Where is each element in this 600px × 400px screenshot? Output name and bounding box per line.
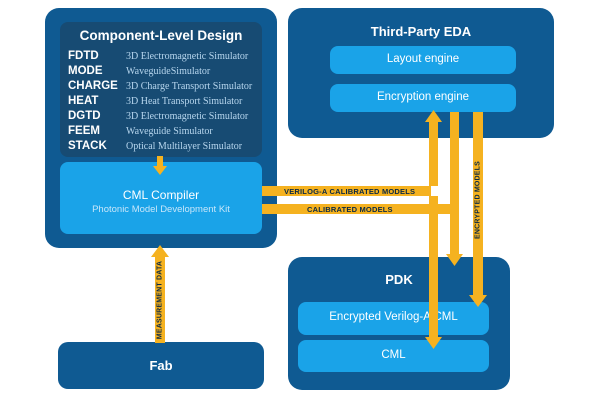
arrow-head-up-encryption bbox=[425, 110, 442, 122]
tool-desc: Waveguide Simulator bbox=[126, 126, 213, 137]
arrow-head-down-cml bbox=[425, 337, 442, 349]
arrow-down-calibrated-shaft bbox=[450, 112, 459, 255]
fab-panel bbox=[58, 342, 264, 389]
encryption-engine-box bbox=[330, 84, 516, 112]
cml-compiler-subtitle: Photonic Model Development Kit bbox=[92, 204, 230, 215]
tool-desc: 3D Charge Transport Simulator bbox=[126, 81, 253, 92]
pdk-title: PDK bbox=[385, 272, 413, 287]
encrypted-cml-box bbox=[298, 302, 489, 335]
tool-name: FEEM bbox=[68, 125, 100, 137]
cml-compiler-title: CML Compiler bbox=[122, 188, 200, 202]
arrow-verilog-calibrated bbox=[262, 186, 431, 196]
arrow-encrypted-shaft bbox=[473, 112, 483, 297]
tool-name: STACK bbox=[68, 140, 107, 152]
arrow-head-up-measurement bbox=[151, 245, 169, 257]
label-calibrated: CALIBRATED MODELS bbox=[307, 205, 393, 214]
arrow-down-to-cml-shaft bbox=[429, 196, 438, 339]
layout-engine-label: Layout engine bbox=[386, 53, 460, 65]
tool-name: MODE bbox=[68, 65, 103, 77]
arrow-up-to-encryption bbox=[429, 120, 438, 186]
tool-row-charge: CHARGE 3D Charge Transport Simulator bbox=[60, 80, 262, 95]
fab-title: Fab bbox=[149, 358, 173, 373]
arrow-calibrated bbox=[262, 204, 453, 214]
third-party-eda-title: Third-Party EDA bbox=[370, 24, 472, 39]
label-measurement: MEASUREMENT DATA bbox=[156, 260, 164, 340]
encryption-engine-label: Encryption engine bbox=[376, 91, 470, 103]
tool-desc: 3D Electromagnetic Simulator bbox=[126, 51, 249, 62]
arrow-head-down-calibrated bbox=[446, 254, 463, 266]
arrow-measurement-shaft bbox=[155, 253, 165, 343]
tool-name: CHARGE bbox=[68, 80, 118, 92]
tool-desc: WaveguideSimulator bbox=[126, 66, 211, 77]
encrypted-cml-label: Encrypted Verilog-A CML bbox=[329, 311, 458, 323]
cml-compiler-box bbox=[60, 162, 262, 234]
layout-engine-box bbox=[330, 46, 516, 74]
tool-row-fdtd: FDTD 3D Electromagnetic Simulator bbox=[60, 50, 262, 65]
component-design-title: Component-Level Design bbox=[79, 28, 243, 43]
tool-row-feem: FEEM Waveguide Simulator bbox=[60, 125, 262, 140]
label-encrypted: ENCRYPTED MODELS bbox=[474, 160, 482, 240]
tool-name: HEAT bbox=[68, 95, 99, 107]
label-verilog-calibrated: VERILOG-A CALIBRATED MODELS bbox=[284, 187, 416, 196]
tool-row-mode: MODE WaveguideSimulator bbox=[60, 65, 262, 80]
tool-desc: 3D Electromagnetic Simulator bbox=[126, 111, 249, 122]
tool-list: FDTD 3D Electromagnetic Simulator MODE W… bbox=[60, 50, 262, 155]
tool-name: DGTD bbox=[68, 110, 101, 122]
tool-desc: Optical Multilayer Simulator bbox=[126, 141, 243, 152]
tool-list-box bbox=[60, 22, 262, 157]
arrow-down-to-compiler bbox=[153, 156, 167, 175]
tool-row-heat: HEAT 3D Heat Transport Simulator bbox=[60, 95, 262, 110]
tool-name: FDTD bbox=[68, 50, 99, 62]
tool-desc: 3D Heat Transport Simulator bbox=[126, 96, 243, 107]
tool-row-dgtd: DGTD 3D Electromagnetic Simulator bbox=[60, 110, 262, 125]
tool-row-stack: STACK Optical Multilayer Simulator bbox=[60, 140, 262, 155]
arrow-head-down-encrypted bbox=[469, 295, 487, 307]
cml-label: CML bbox=[381, 349, 406, 361]
cml-box bbox=[298, 340, 489, 372]
